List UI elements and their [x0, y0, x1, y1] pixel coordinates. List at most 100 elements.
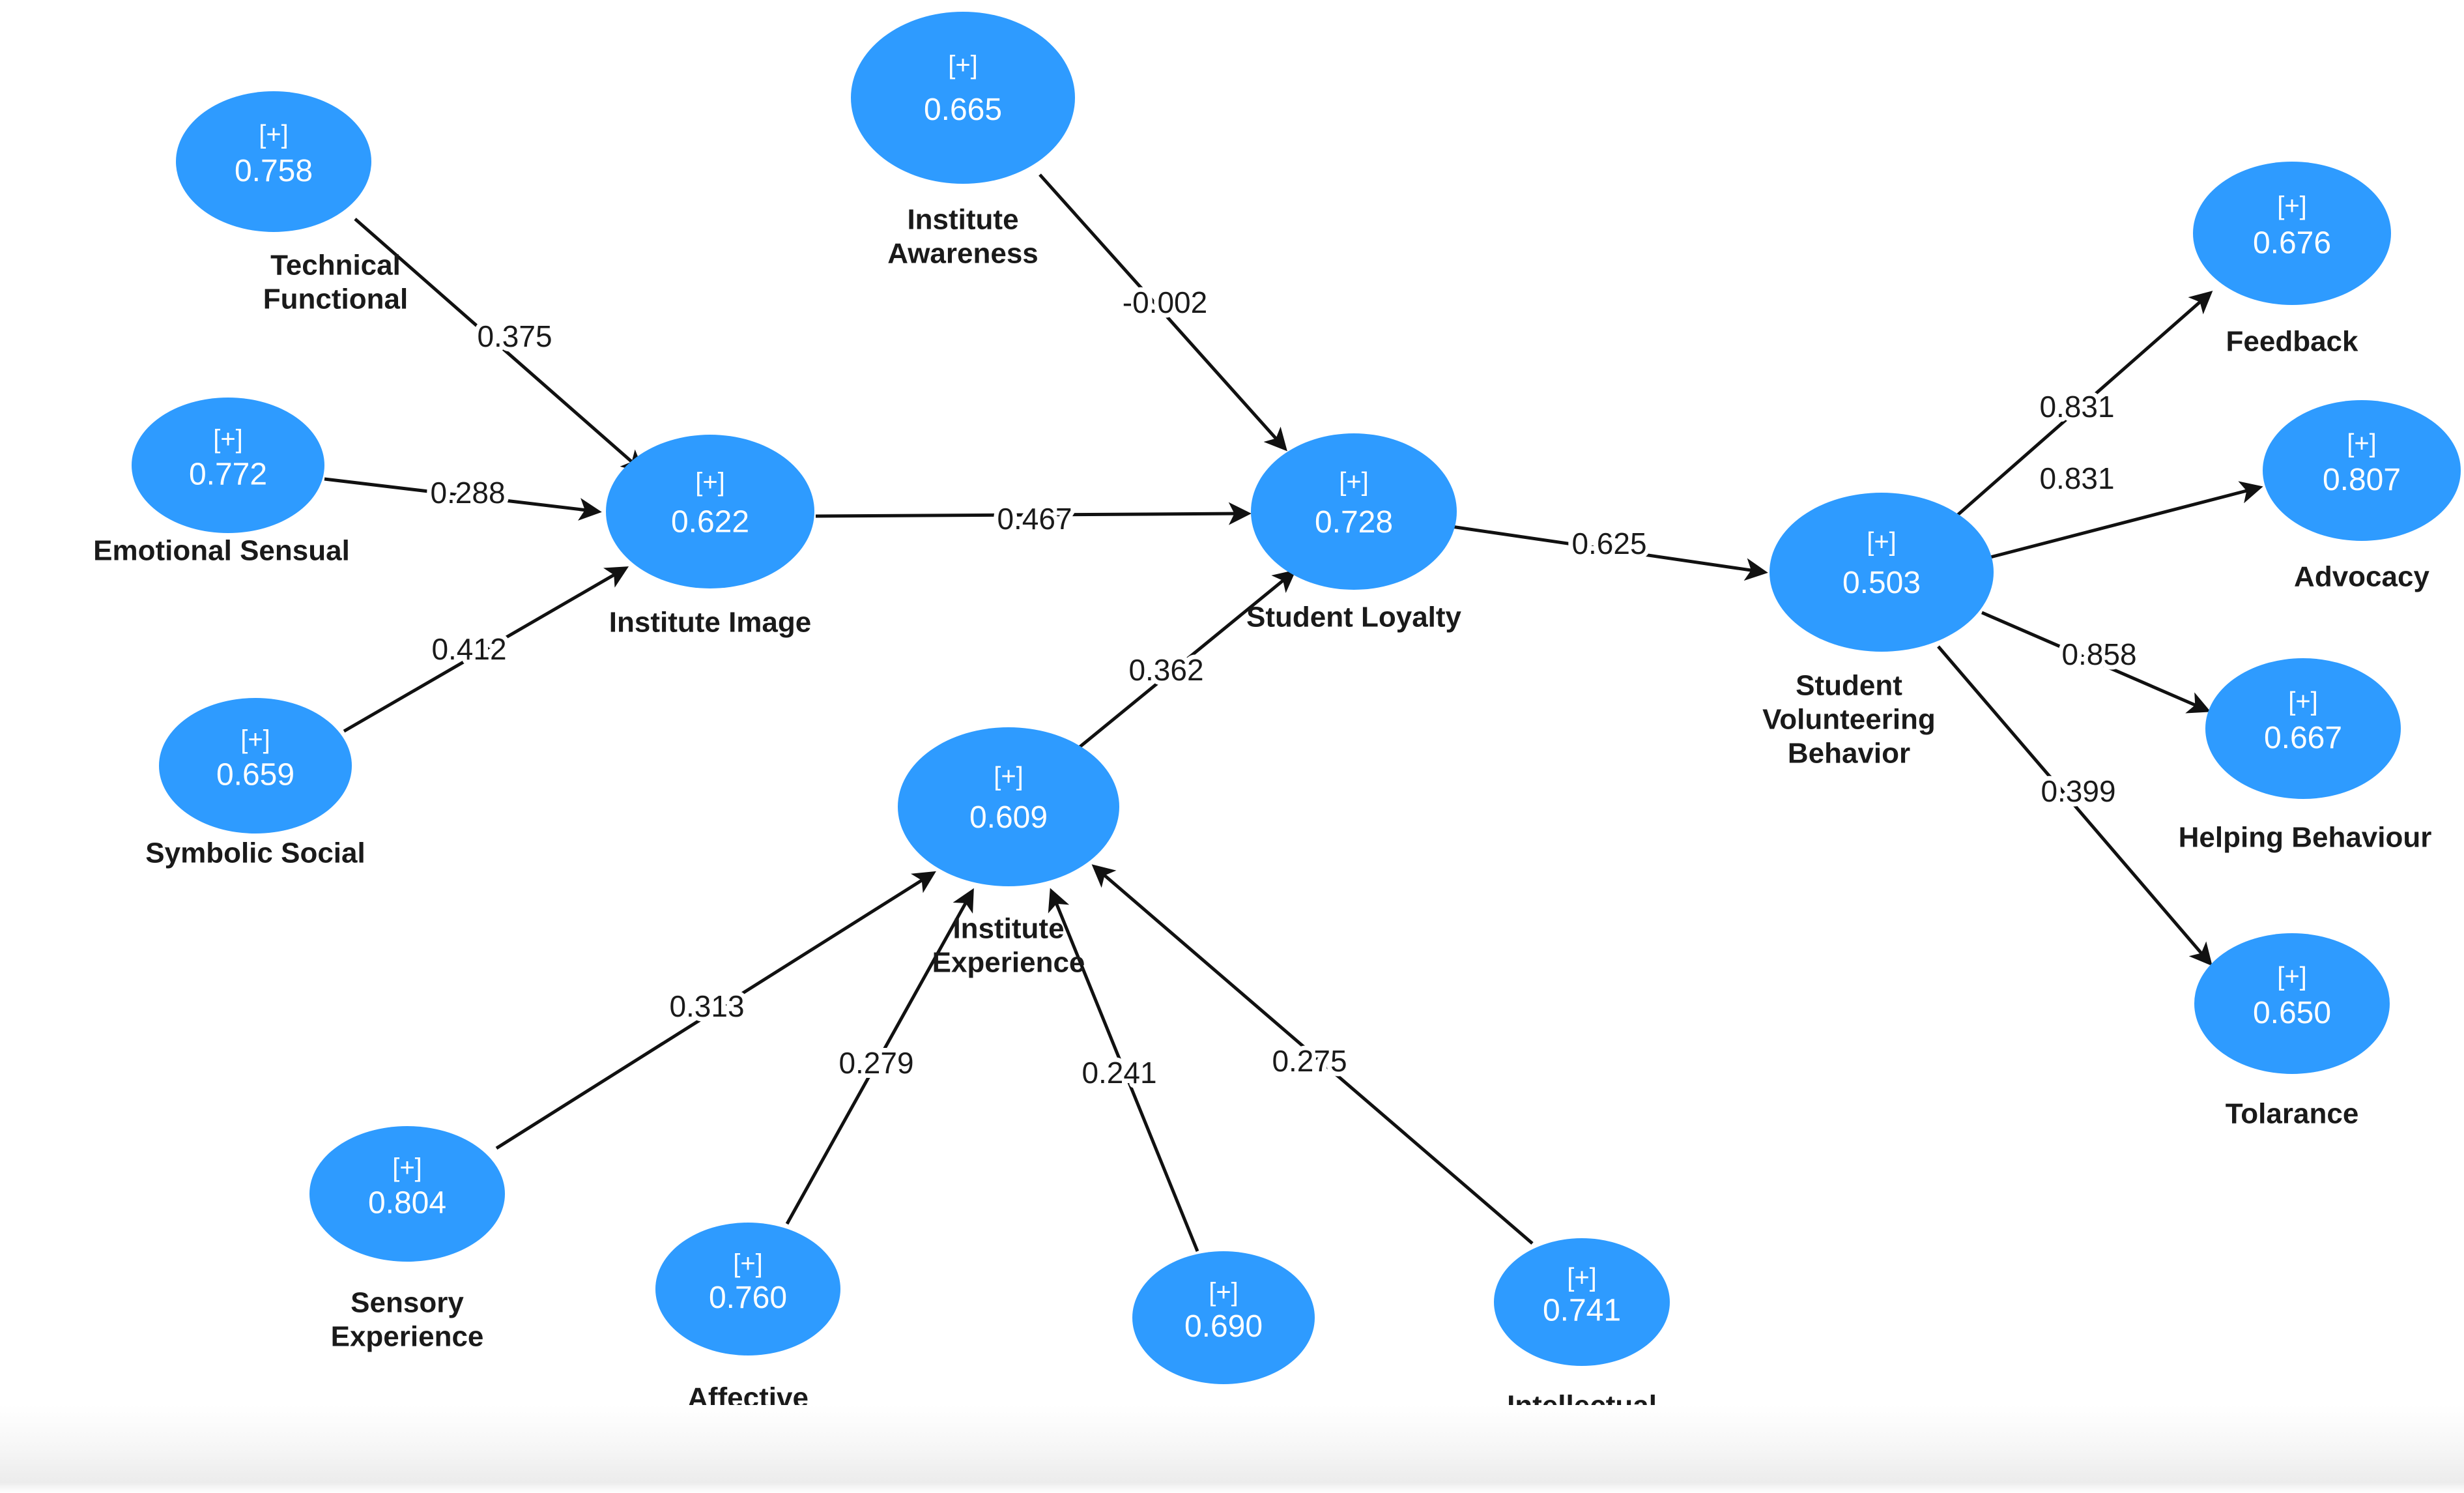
node-ellipse[interactable] [132, 398, 324, 533]
edge-line [1990, 481, 2263, 559]
edge-institute_awareness-to-student_loyalty [1039, 173, 1287, 452]
node-ellipse[interactable] [606, 435, 814, 588]
node-value: 0.676 [2253, 225, 2331, 260]
node-value: 0.741 [1543, 1293, 1621, 1327]
edge-labels-layer: 0.3750.3750.2880.2880.4120.412-0.002-0.0… [425, 281, 2141, 1094]
node-value: 0.807 [2323, 463, 2401, 497]
edge-line [785, 888, 974, 1225]
edge-label-halo: 0.412 [431, 632, 506, 666]
node-caption-line: Awareness [887, 238, 1039, 270]
node-ellipse[interactable] [898, 727, 1119, 886]
node-value: 0.772 [189, 457, 267, 491]
node-ellipse[interactable] [851, 12, 1075, 184]
node-caption-line: Affective [687, 1382, 809, 1414]
edge-coefficient-label: 0.313 [669, 989, 744, 1023]
edge-student_loyalty-to-student_volunteering_behavior [1451, 525, 1768, 581]
node-sign-marker: [+] [2277, 963, 2307, 991]
node-ellipse[interactable] [1494, 1238, 1670, 1366]
edge-line [1048, 888, 1199, 1252]
edge-line [1937, 645, 2213, 966]
node-caption-line: Experience [1506, 1424, 1659, 1456]
node-value: 0.758 [235, 154, 313, 188]
node-value: 0.622 [671, 505, 749, 540]
edge-line [1039, 173, 1287, 452]
node-ellipse[interactable] [655, 1223, 840, 1355]
node-value: 0.659 [216, 757, 294, 792]
node-sign-marker: [+] [259, 121, 289, 149]
edge-line [343, 566, 629, 733]
node-sign-marker: [+] [1867, 528, 1897, 557]
edge-coefficient-label: 0.279 [838, 1046, 913, 1080]
edge-student_volunteering_behavior-to-tolarance [1937, 645, 2213, 966]
edge-label-halo: 0.279 [838, 1046, 913, 1080]
edge-label-halo: 0.858 [2061, 637, 2136, 671]
node-caption-line: Technical [270, 250, 401, 282]
edge-line [1077, 570, 1296, 749]
edge-coefficient-label: 0.858 [2061, 637, 2136, 671]
node-caption-line: Volunteering [1762, 704, 1936, 736]
node-ellipse[interactable] [1251, 433, 1457, 590]
edge-student_volunteering_behavior-to-advocacy [1990, 481, 2263, 559]
node-value: 0.728 [1315, 505, 1393, 540]
edge-coefficient-label: 0.275 [1272, 1044, 1347, 1078]
edge-label-halo: 0.467 [997, 502, 1072, 536]
node-ellipse[interactable] [176, 91, 371, 232]
edge-line [1981, 611, 2211, 714]
edge-line [324, 477, 602, 521]
node-caption-line: Institute Image [609, 607, 812, 639]
edge-label-halo: 0.313 [669, 989, 744, 1023]
edge-line [1451, 525, 1768, 581]
nodes-layer: [+]0.758TechnicalFunctional[+]0.772Emoti… [93, 12, 2461, 1475]
node-ellipse[interactable] [2193, 162, 2391, 305]
node-sign-marker: [+] [2277, 192, 2307, 220]
node-caption-line: Experience [331, 1321, 484, 1353]
node-ellipse[interactable] [2205, 658, 2401, 799]
edge-affective_experience-to-institute_experience [785, 888, 974, 1225]
node-caption-line: Student Loyalty [1246, 602, 1462, 633]
edge-label-halo: 0.375 [477, 319, 552, 353]
edge-coefficient-label: 0.412 [431, 632, 506, 666]
node-caption-line: Helping Behaviour [2179, 822, 2432, 854]
node-ellipse[interactable] [2194, 933, 2390, 1074]
node-value: 0.760 [709, 1281, 787, 1315]
node-sign-marker: [+] [392, 1153, 422, 1182]
node-ellipse[interactable] [1769, 493, 1994, 652]
node-sign-marker: [+] [1339, 467, 1369, 496]
edge-line [815, 502, 1252, 525]
node-ellipse[interactable] [309, 1126, 505, 1262]
edge-label-halo: 0.399 [2041, 774, 2115, 808]
edge-coefficient-label: 0.831 [2039, 390, 2114, 424]
node-sign-marker: [+] [994, 762, 1024, 791]
node-value: 0.650 [2253, 996, 2331, 1030]
node-ellipse[interactable] [2263, 400, 2461, 541]
node-ellipse[interactable] [1132, 1251, 1315, 1384]
edge-coefficient-label: 0.362 [1128, 653, 1203, 687]
node-caption-line: Sensory [351, 1287, 464, 1319]
node-ellipse[interactable] [159, 698, 352, 833]
node-sign-marker: [+] [213, 425, 243, 454]
edge-coefficient-label: 0.831 [2039, 461, 2114, 495]
